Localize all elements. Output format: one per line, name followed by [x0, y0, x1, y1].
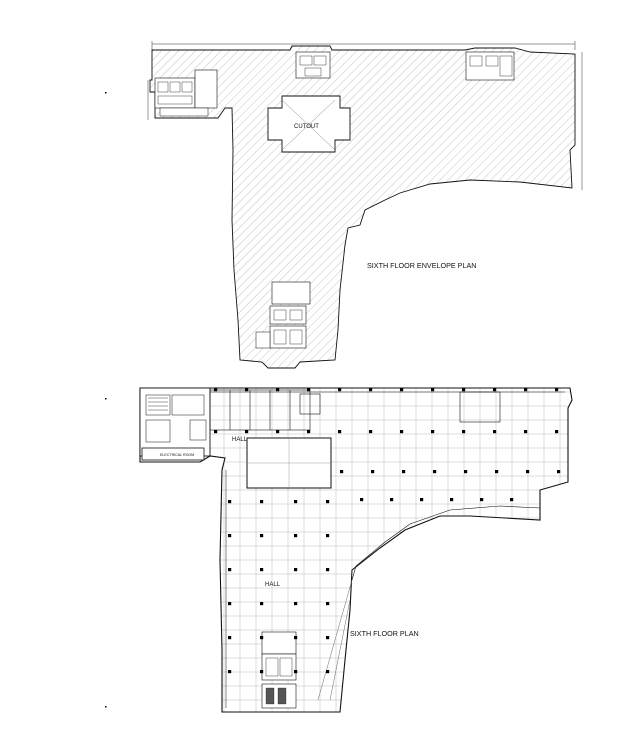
column [420, 498, 424, 502]
column [450, 498, 454, 502]
column [326, 602, 330, 606]
column [294, 534, 298, 538]
margin-ticks [105, 92, 107, 708]
column [260, 602, 264, 606]
column [390, 498, 394, 502]
column [294, 568, 298, 572]
envelope-core-left [154, 69, 218, 117]
column [462, 388, 466, 392]
curved-facade [351, 505, 541, 581]
column [307, 388, 311, 392]
column [245, 388, 249, 392]
column [228, 670, 232, 674]
column [400, 430, 404, 434]
column [464, 470, 468, 474]
cutout-area: CUTOUT [267, 95, 351, 153]
column [431, 388, 435, 392]
column [555, 388, 559, 392]
column [326, 636, 330, 640]
electrical-room-label: ELECTRICAL ROOM [160, 453, 194, 457]
column [294, 500, 298, 504]
column [326, 500, 330, 504]
column [400, 388, 404, 392]
envelope-plan: CUTOUT SIXTH FLOOR ENVELOPE PLAN [147, 41, 583, 369]
envelope-core-top-middle [295, 51, 331, 79]
column [214, 388, 218, 392]
column [260, 534, 264, 538]
column [228, 534, 232, 538]
column [260, 500, 264, 504]
left-services-block: ELECTRICAL ROOM [139, 387, 211, 461]
column [294, 670, 298, 674]
column [338, 430, 342, 434]
column [276, 388, 280, 392]
column [526, 470, 530, 474]
column [228, 602, 232, 606]
column [214, 430, 218, 434]
column [260, 670, 264, 674]
column [228, 636, 232, 640]
envelope-core-top-right [465, 51, 515, 81]
column [294, 602, 298, 606]
column [326, 534, 330, 538]
column [245, 430, 249, 434]
column [524, 430, 528, 434]
column [260, 636, 264, 640]
cutout-label: CUTOUT [294, 124, 319, 130]
column [495, 470, 499, 474]
envelope-top-dimension [147, 41, 583, 190]
central-atrium [246, 437, 332, 489]
floor-core-bottom [261, 631, 297, 709]
column [402, 470, 406, 474]
column [555, 430, 559, 434]
column [340, 470, 344, 474]
structural-columns [214, 388, 561, 674]
hall-label-lower: HALL [265, 582, 281, 588]
column [228, 568, 232, 572]
column [369, 430, 373, 434]
column [307, 430, 311, 434]
floor-plan: ELECTRICAL ROOM [139, 387, 573, 713]
column [338, 388, 342, 392]
column [433, 470, 437, 474]
floor-plan-title: SIXTH FLOOR PLAN [350, 629, 419, 638]
column [326, 568, 330, 572]
column [276, 430, 280, 434]
column [228, 500, 232, 504]
column [360, 498, 364, 502]
column [524, 388, 528, 392]
column [260, 568, 264, 572]
envelope-core-bottom [255, 281, 311, 349]
hall-label-upper: HALL [232, 437, 248, 443]
column [557, 470, 561, 474]
column [431, 430, 435, 434]
column [493, 430, 497, 434]
envelope-outline [149, 45, 576, 369]
column [371, 470, 375, 474]
column [480, 498, 484, 502]
column [326, 670, 330, 674]
envelope-plan-title: SIXTH FLOOR ENVELOPE PLAN [367, 261, 476, 270]
column [462, 430, 466, 434]
column [510, 498, 514, 502]
column [369, 388, 373, 392]
column [294, 636, 298, 640]
column [493, 388, 497, 392]
top-shop-strip [209, 389, 501, 431]
